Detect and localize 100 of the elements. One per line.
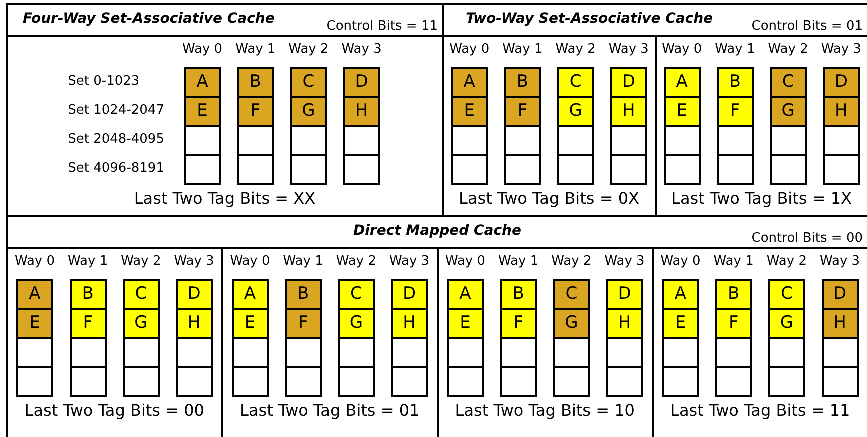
cache-block: B xyxy=(504,67,542,98)
cache-panel xyxy=(6,215,867,437)
cache-block xyxy=(610,125,648,156)
cache-block: E xyxy=(184,96,222,127)
way-label: Way 0 xyxy=(662,42,702,58)
cache-block xyxy=(504,154,542,185)
cache-block: H xyxy=(822,308,859,339)
way-label: Way 1 xyxy=(714,254,754,270)
cache-block: C xyxy=(553,279,590,310)
cache-block: B xyxy=(500,279,538,310)
cache-block: C xyxy=(338,279,375,310)
cache-block xyxy=(237,125,274,156)
cache-panel xyxy=(442,3,867,217)
cache-block xyxy=(715,366,752,397)
cache-block xyxy=(768,337,806,368)
cache-block: G xyxy=(770,96,807,127)
panel-title: Two-Way Set-Associative Cache xyxy=(466,10,714,29)
cache-block: E xyxy=(451,96,488,127)
way-label: Way 1 xyxy=(68,254,108,270)
cache-block xyxy=(664,154,701,185)
cache-block: H xyxy=(606,308,644,339)
cache-block xyxy=(290,125,328,156)
cache-block: A xyxy=(184,67,222,98)
way-label: Way 0 xyxy=(660,254,701,270)
cache-block: G xyxy=(122,308,160,339)
cache-block xyxy=(391,366,428,397)
cache-block: D xyxy=(343,67,380,98)
way-label: Way 2 xyxy=(768,42,808,58)
cache-block xyxy=(122,366,160,397)
cache-block xyxy=(122,337,160,368)
cache-block xyxy=(504,125,542,156)
cache-block xyxy=(557,125,594,156)
cache-block: D xyxy=(610,67,648,98)
cache-block: G xyxy=(290,96,328,127)
way-label: Way 2 xyxy=(288,42,329,58)
cache-block: G xyxy=(768,308,806,339)
cache-block: H xyxy=(610,96,648,127)
cache-block xyxy=(232,337,269,368)
cache-block: A xyxy=(451,67,488,98)
cache-block: C xyxy=(290,67,328,98)
cache-block: G xyxy=(338,308,375,339)
way-label: Way 0 xyxy=(445,254,486,270)
cache-block: C xyxy=(770,67,807,98)
cache-block xyxy=(343,125,380,156)
way-label: Way 3 xyxy=(821,42,862,58)
set-range-label: Set 0-1023 xyxy=(68,73,140,91)
cache-block: H xyxy=(391,308,428,339)
way-label: Way 0 xyxy=(450,42,490,58)
cache-block xyxy=(70,366,107,397)
cache-block xyxy=(557,154,594,185)
control-bits-label: Control Bits = 01 xyxy=(752,18,863,35)
cache-block xyxy=(284,337,322,368)
cache-block: D xyxy=(822,279,859,310)
way-label: Way 2 xyxy=(121,254,162,270)
tag-bits-label: Last Two Tag Bits = 11 xyxy=(670,401,850,421)
cache-block xyxy=(822,154,860,185)
way-label: Way 2 xyxy=(556,42,596,58)
way-label: Way 0 xyxy=(230,254,270,270)
cache-block: G xyxy=(557,96,594,127)
tag-bits-label: Last Two Tag Bits = 1X xyxy=(672,189,852,209)
cache-block xyxy=(664,125,701,156)
cache-block xyxy=(715,337,752,368)
cache-block: F xyxy=(504,96,542,127)
way-label: Way 1 xyxy=(498,254,539,270)
cache-block: C xyxy=(768,279,806,310)
cache-block xyxy=(716,125,754,156)
cache-block xyxy=(290,154,328,185)
panel-title: Four-Way Set-Associative Cache xyxy=(23,10,275,29)
cache-block xyxy=(338,366,375,397)
cache-block xyxy=(606,337,644,368)
way-label: Way 2 xyxy=(766,254,807,270)
way-label: Way 0 xyxy=(182,42,223,58)
cache-block: A xyxy=(16,279,54,310)
cache-block xyxy=(16,366,54,397)
cache-block xyxy=(451,154,488,185)
cache-block xyxy=(176,366,213,397)
way-label: Way 3 xyxy=(342,42,382,58)
way-label: Way 2 xyxy=(552,254,592,270)
cache-block: C xyxy=(557,67,594,98)
cache-block: F xyxy=(70,308,107,339)
way-label: Way 3 xyxy=(174,254,214,270)
cache-block: D xyxy=(176,279,213,310)
cache-block xyxy=(338,337,375,368)
cache-block xyxy=(822,125,860,156)
cache-block: F xyxy=(500,308,538,339)
tag-bits-label: Last Two Tag Bits = 0X xyxy=(459,189,640,209)
panel-title: Direct Mapped Cache xyxy=(354,222,522,241)
cache-block xyxy=(770,125,807,156)
cache-block: F xyxy=(715,308,752,339)
cache-block: B xyxy=(715,279,752,310)
cache-block xyxy=(610,154,648,185)
cache-block xyxy=(391,337,428,368)
cache-block xyxy=(70,337,107,368)
cache-block xyxy=(822,337,859,368)
cache-panel xyxy=(6,3,444,217)
way-label: Way 3 xyxy=(604,254,645,270)
cache-block xyxy=(500,366,538,397)
set-range-label: Set 2048-4095 xyxy=(68,131,164,149)
tag-bits-label: Last Two Tag Bits = XX xyxy=(134,189,316,209)
cache-block xyxy=(237,154,274,185)
